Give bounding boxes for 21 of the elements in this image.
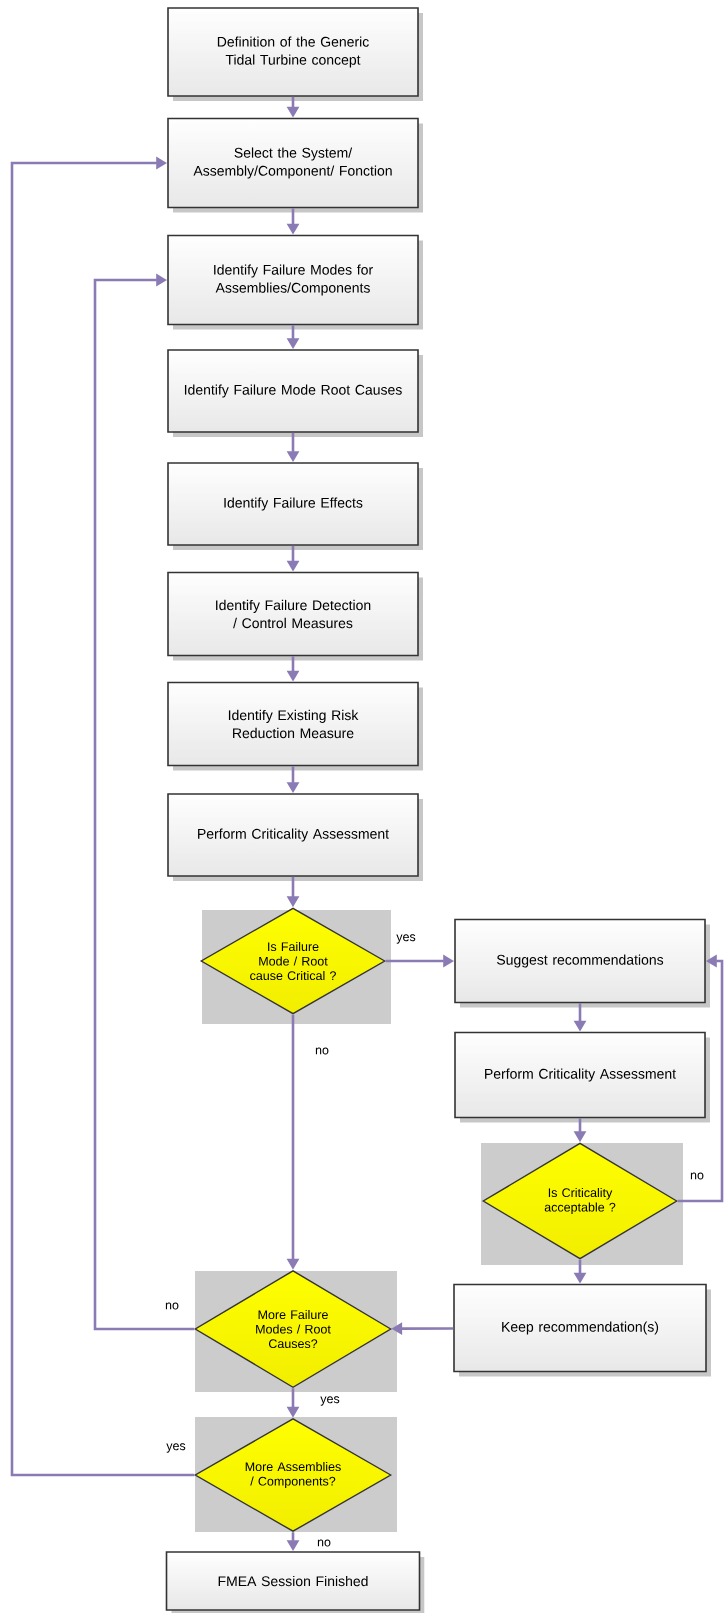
process-box: Identify Failure Detection / Control Measures — [167, 571, 423, 661]
process-box: Identify Failure Effects — [167, 462, 423, 550]
process-box: FMEA Session Finished — [165, 1551, 425, 1613]
edge-label: no — [163, 1300, 181, 1312]
edge-label: yes — [164, 1441, 188, 1455]
arrow — [10, 156, 195, 1477]
edge-label: no — [688, 1170, 706, 1182]
process-box: Perform Criticality Assessment — [167, 793, 423, 881]
process-box: Identify Existing Risk Reduction Measure — [167, 681, 423, 771]
edge-label: no — [315, 1537, 333, 1549]
edge-label: no — [313, 1045, 331, 1057]
process-box: Select the System/ Assembly/Component/ Fonction — [167, 117, 423, 213]
edge-label: yes — [318, 1394, 342, 1408]
process-box: Keep recommendation(s) — [453, 1283, 711, 1377]
process-box: Identify Failure Mode Root Causes — [167, 349, 423, 437]
process-box: Suggest recommendations — [454, 918, 710, 1008]
process-box: Definition of the Generic Tidal Turbine concept — [167, 7, 423, 101]
process-box: Identify Failure Modes for Assemblies/Components — [167, 234, 423, 330]
arrow — [93, 273, 195, 1331]
edge-label: yes — [394, 932, 418, 946]
process-box: Perform Criticality Assessment — [454, 1031, 710, 1123]
